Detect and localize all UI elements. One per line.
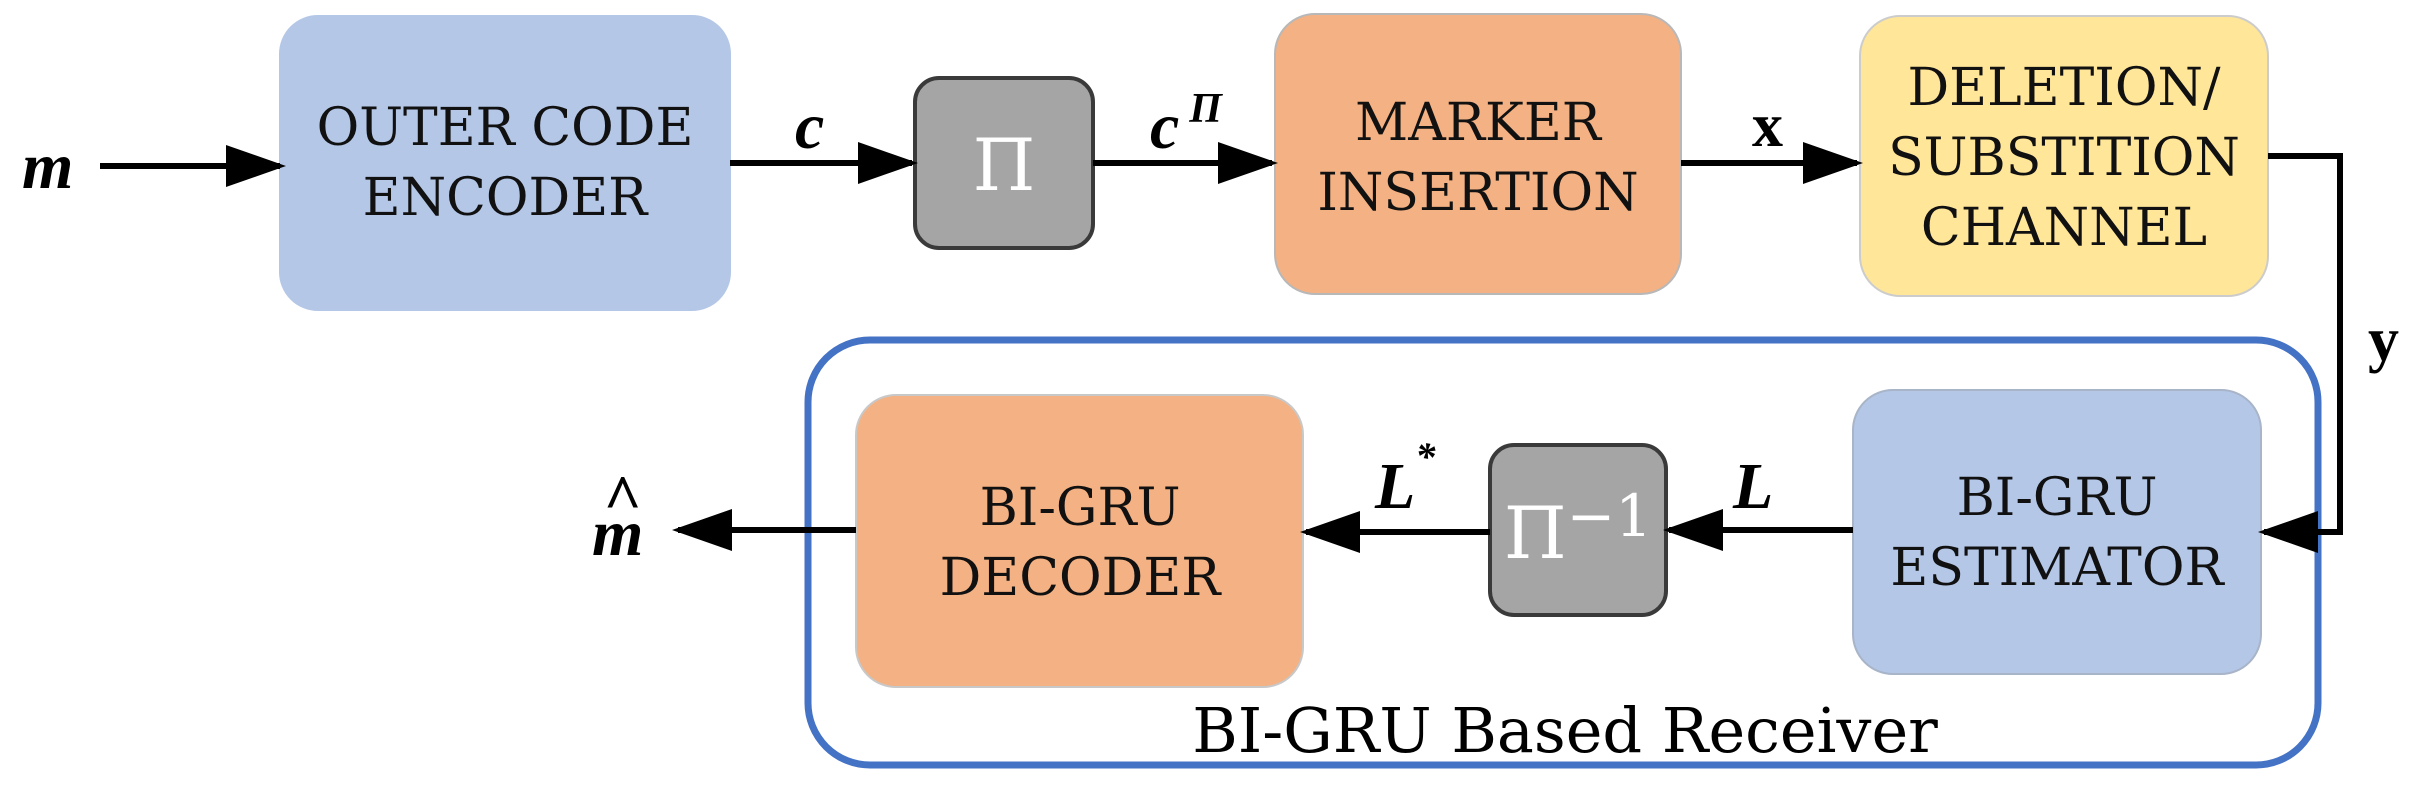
- signal-m-label: m: [22, 130, 73, 203]
- outer-encoder-label-line1: OUTER CODE: [317, 98, 694, 158]
- signal-l-label: L: [1732, 450, 1773, 523]
- channel-label-line2: SUBSTITION: [1888, 128, 2240, 188]
- signal-m-hat-label: m: [592, 497, 643, 570]
- deinterleaver-pi: Π: [1504, 491, 1567, 575]
- interleaver-label: Π: [973, 123, 1036, 207]
- marker-insertion-label-line1: MARKER: [1355, 93, 1603, 153]
- deinterleaver-block: Π−1: [1488, 443, 1668, 617]
- estimator-label-line1: BI-GRU: [1957, 468, 2158, 528]
- estimator-label-line2: ESTIMATOR: [1890, 538, 2225, 598]
- receiver-container: [804, 336, 2322, 769]
- signal-l-star-superscript: *: [1415, 434, 1436, 479]
- signal-y-label: y: [2368, 306, 2399, 374]
- estimator-block: BI-GRU ESTIMATOR: [1852, 389, 2262, 675]
- signal-l-star-label: L*: [1374, 434, 1436, 523]
- arrow-channel-to-estimator: [2258, 153, 2343, 553]
- channel-label-line1: DELETION/: [1907, 58, 2220, 118]
- signal-x-label: x: [1752, 92, 1783, 160]
- signal-c-pi-superscript: Π: [1188, 86, 1223, 132]
- channel-label-line3: CHANNEL: [1921, 198, 2207, 258]
- marker-insertion-label-line2: INSERTION: [1317, 163, 1638, 223]
- decoder-label-line1: BI-GRU: [980, 478, 1181, 538]
- signal-c-label: c: [795, 90, 824, 163]
- signal-l-star-base: L: [1374, 450, 1415, 523]
- deinterleaver-label: Π−1: [1504, 482, 1652, 575]
- outer-encoder-label-line2: ENCODER: [363, 168, 650, 228]
- interleaver-block: Π: [913, 76, 1095, 250]
- deinterleaver-exponent: −1: [1567, 482, 1653, 550]
- channel-block: DELETION/ SUBSTITION CHANNEL: [1859, 15, 2269, 297]
- signal-c-pi-base: c: [1150, 90, 1179, 163]
- signal-m-hat-accent: ^: [603, 462, 641, 535]
- decoder-label-line2: DECODER: [940, 548, 1223, 608]
- decoder-block: BI-GRU DECODER: [855, 394, 1304, 688]
- receiver-title: BI-GRU Based Receiver: [1192, 694, 1938, 767]
- marker-insertion-block: MARKER INSERTION: [1274, 13, 1682, 295]
- outer-encoder-block: OUTER CODE ENCODER: [279, 15, 731, 311]
